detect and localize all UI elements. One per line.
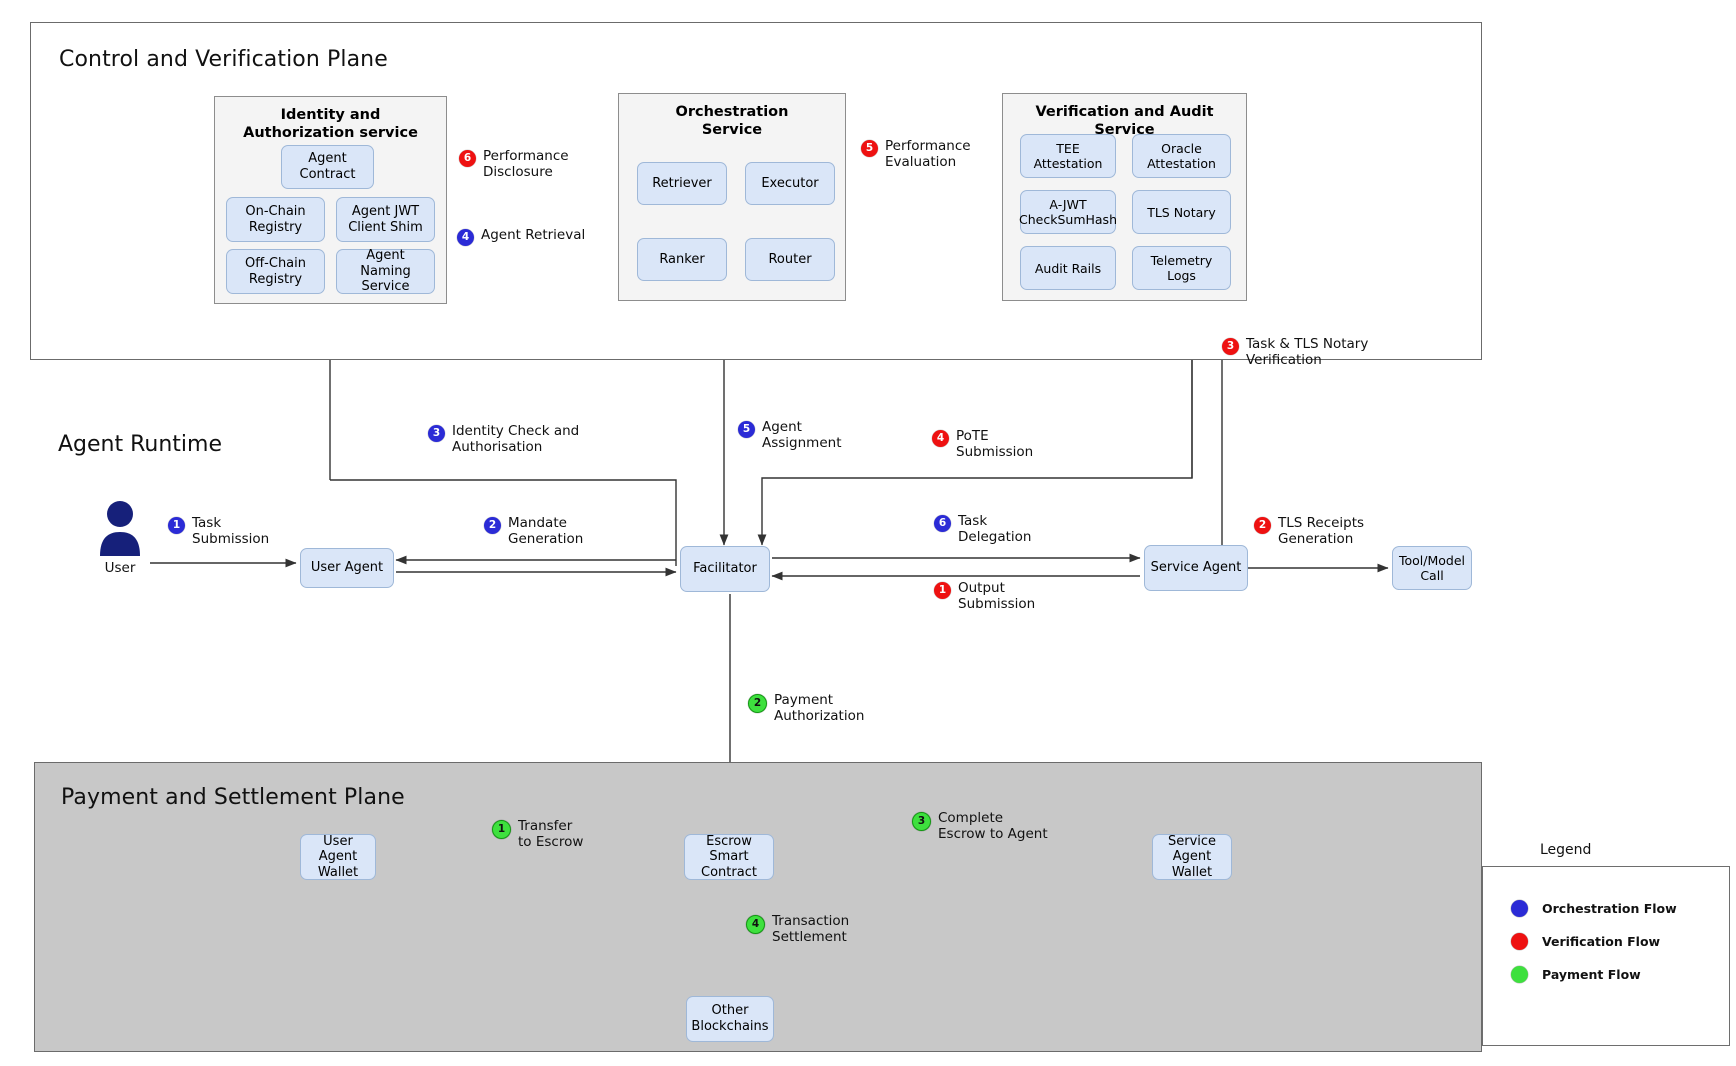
legend-item-verification-flow: Verification Flow [1511,933,1660,950]
node-other-blockchains[interactable]: Other Blockchains [686,996,774,1042]
node-agent-naming-service[interactable]: Agent Naming Service [336,248,435,294]
payment-plane-title: Payment and Settlement Plane [61,785,405,810]
node-user-agent[interactable]: User Agent [300,548,394,588]
badge-3-blue: 3 [428,425,445,442]
badge-2-blue: 2 [484,517,501,534]
badge-1-green: 1 [492,820,511,839]
legend-box: Orchestration Flow Verification Flow Pay… [1482,866,1730,1046]
node-telemetry-logs[interactable]: Telemetry Logs [1132,246,1231,290]
user-avatar-icon [96,500,144,556]
badge-1-blue: 1 [168,517,185,534]
orchestration-group-title: Orchestration Service [675,104,789,139]
legend-dot-red [1511,933,1528,950]
node-router[interactable]: Router [745,238,835,281]
node-a-jwt-checksumhash[interactable]: A-JWT CheckSumHash [1019,190,1117,234]
node-facilitator[interactable]: Facilitator [680,546,770,592]
node-ranker[interactable]: Ranker [637,238,727,281]
badge-5-red: 5 [861,140,878,157]
legend-title: Legend [1540,842,1592,858]
legend-item-orchestration-flow: Orchestration Flow [1511,900,1677,917]
node-service-agent[interactable]: Service Agent [1144,545,1248,591]
badge-2-red: 2 [1254,517,1271,534]
node-executor[interactable]: Executor [745,162,835,205]
node-service-agent-wallet[interactable]: Service Agent Wallet [1152,834,1232,880]
identity-group-title: Identity and Authorization service [243,107,418,142]
node-retriever[interactable]: Retriever [637,162,727,205]
node-tls-notary[interactable]: TLS Notary [1132,190,1231,234]
user-label: User [104,560,136,576]
node-user-agent-wallet[interactable]: User Agent Wallet [300,834,376,880]
badge-3-red: 3 [1222,338,1239,355]
node-on-chain-registry[interactable]: On-Chain Registry [226,197,325,242]
badge-4-red: 4 [932,430,949,447]
node-tool-model-call[interactable]: Tool/Model Call [1392,546,1472,590]
node-agent-contract[interactable]: Agent Contract [281,145,374,189]
badge-2-green: 2 [748,694,767,713]
badge-1-red: 1 [934,582,951,599]
badge-4-green: 4 [746,915,765,934]
agent-runtime-title: Agent Runtime [58,432,223,457]
node-escrow-smart-contract[interactable]: Escrow Smart Contract [684,834,774,880]
legend-dot-green [1511,966,1528,983]
badge-5-blue: 5 [738,421,755,438]
node-agent-jwt-client-shim[interactable]: Agent JWT Client Shim [336,197,435,242]
badge-3-green: 3 [912,812,931,831]
badge-6-blue: 6 [934,515,951,532]
legend-dot-blue [1511,900,1528,917]
node-oracle-attestation[interactable]: Oracle Attestation [1132,134,1231,178]
legend-item-payment-flow: Payment Flow [1511,966,1641,983]
node-off-chain-registry[interactable]: Off-Chain Registry [226,249,325,294]
badge-4-blue: 4 [457,229,474,246]
control-plane-title: Control and Verification Plane [59,47,388,72]
badge-6-red: 6 [459,150,476,167]
node-tee-attestation[interactable]: TEE Attestation [1020,134,1116,178]
edge-label-agent-retrieval: 4 Agent Retrieval [457,227,585,246]
node-audit-rails[interactable]: Audit Rails [1020,246,1116,290]
